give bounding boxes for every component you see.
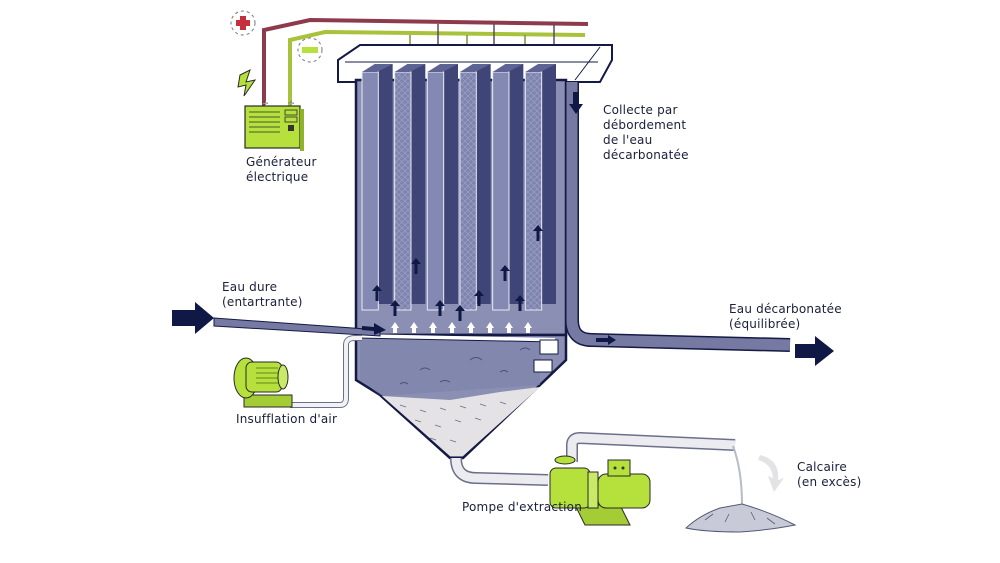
- air-blower: [233, 357, 293, 408]
- electrode-plate: [361, 64, 393, 311]
- hard-water-label-line-1: Eau dure: [222, 280, 278, 294]
- decarbonated-water-label-line-2: (équilibrée): [729, 317, 801, 331]
- generator-label-line-1: Générateur: [246, 155, 317, 169]
- up-arrow-icon: [390, 300, 400, 316]
- decarbonated-water-label-line-1: Eau décarbonatée: [729, 302, 842, 316]
- extraction-pump: [549, 455, 651, 526]
- air-bubble-icon: [410, 322, 418, 333]
- extraction-pump-label-line-1: Pompe d'extraction: [462, 500, 583, 514]
- up-arrow-icon: [372, 285, 382, 301]
- overflow-label-line-4: décarbonatée: [603, 148, 689, 162]
- negative-wire: [288, 29, 586, 108]
- up-arrow-icon: [411, 258, 421, 274]
- air-bubble-icon: [429, 322, 437, 333]
- negative-marker: [297, 37, 323, 63]
- flow-arrow-icon: [596, 335, 616, 345]
- up-arrow-icon: [474, 290, 484, 306]
- air-bubble-icon: [448, 322, 456, 333]
- down-arrow-icon: [569, 92, 583, 114]
- overflow-label-line-2: débordement: [603, 118, 687, 132]
- generator-label: Générateur électrique: [246, 155, 317, 185]
- positive-wire: [262, 17, 589, 108]
- air-bubble-icon: [467, 322, 475, 333]
- electric-generator: + +: [237, 69, 304, 151]
- generator-label-line-2: électrique: [246, 170, 309, 184]
- decarbonated-water-label: Eau décarbonatée (équilibrée): [729, 302, 842, 332]
- lightning-icon: [237, 69, 257, 97]
- hard-water-inlet-pipe: [172, 302, 386, 337]
- limestone-label: Calcaire (en excès): [797, 460, 861, 490]
- hard-water-label-line-2: (entartrante): [222, 295, 303, 309]
- air-injection-label: Insufflation d'air: [236, 412, 337, 427]
- inlet-arrow-icon: [172, 302, 214, 334]
- inlet-inner-arrow-icon: [362, 323, 386, 335]
- electrode-plates: [361, 64, 556, 321]
- overflow-collector-pipe: [533, 82, 791, 373]
- up-arrow-icon: [435, 300, 445, 316]
- air-bubble-icon: [486, 322, 494, 333]
- positive-marker: [230, 10, 256, 36]
- overflow-collection-label: Collecte par débordement de l'eau décarb…: [603, 103, 689, 163]
- overflow-label-line-1: Collecte par: [603, 103, 678, 117]
- air-diffuser: [357, 322, 556, 343]
- air-supply-line: [290, 335, 362, 408]
- up-arrow-icon: [515, 295, 525, 311]
- extraction-line: [450, 431, 736, 486]
- generator-plus-terminal: +: [262, 99, 269, 108]
- hard-water-label: Eau dure (entartrante): [222, 280, 303, 310]
- air-bubble-icon: [391, 322, 399, 333]
- overflow-label-line-3: de l'eau: [603, 133, 653, 147]
- electrode-plate: [426, 64, 458, 311]
- up-arrow-icon: [455, 305, 465, 321]
- generator-minus-terminal: +: [288, 99, 295, 108]
- limestone-pile: [684, 445, 797, 533]
- up-arrow-icon: [500, 265, 510, 281]
- extraction-pump-label: Pompe d'extraction: [462, 500, 582, 515]
- limestone-label-line-2: (en excès): [797, 475, 862, 489]
- outlet-arrow-icon: [795, 336, 834, 366]
- sludge-marks: [399, 347, 531, 385]
- curved-arrow-icon: [758, 455, 784, 492]
- limestone-marks: [399, 401, 507, 443]
- electrode-plate: [459, 64, 491, 311]
- electrode-plate: [524, 64, 556, 311]
- air-injection-label-line-1: Insufflation d'air: [236, 412, 338, 426]
- air-bubble-icon: [524, 322, 532, 333]
- air-bubble-icon: [505, 322, 513, 333]
- up-arrow-icon: [533, 225, 543, 241]
- limestone-label-line-1: Calcaire: [797, 460, 848, 474]
- electrode-plate: [492, 64, 524, 311]
- electrode-plate: [394, 64, 426, 311]
